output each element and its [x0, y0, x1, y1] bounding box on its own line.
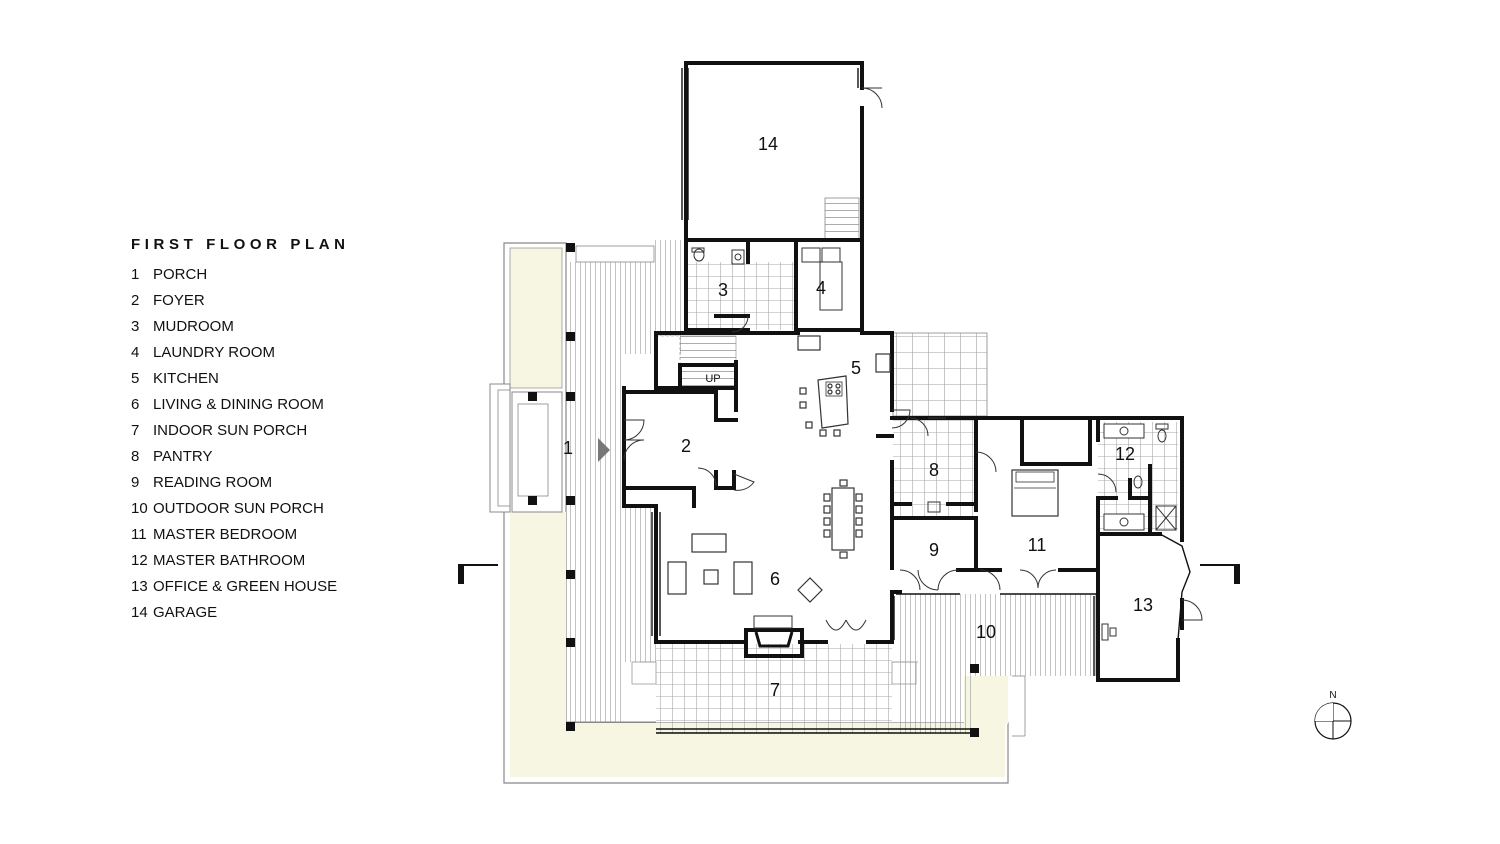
legend-item: 11 MASTER BEDROOM [131, 522, 350, 548]
kitchen-terrace [892, 332, 988, 417]
room-label-5: 5 [851, 358, 861, 378]
legend-item-label: KITCHEN [153, 370, 219, 387]
legend-item-label: OFFICE & GREEN HOUSE [153, 578, 338, 595]
legend-item-number: 3 [131, 318, 140, 335]
legend-item-number: 2 [131, 292, 140, 309]
glazing [651, 68, 1191, 734]
room-label-3: 3 [718, 280, 728, 300]
porch-deck [566, 240, 684, 723]
legend-item: 12 MASTER BATHROOM [131, 548, 350, 574]
legend-item: 8 PANTRY [131, 444, 350, 470]
room-label-11: 11 [1028, 535, 1047, 555]
legend-item-number: 4 [131, 344, 140, 361]
legend-item-label: FOYER [153, 292, 205, 309]
room-label-13: 13 [1133, 595, 1153, 615]
legend-item-label: MASTER BEDROOM [153, 526, 298, 543]
room-label-7: 7 [770, 680, 780, 700]
legend-item-label: MASTER BATHROOM [153, 552, 306, 569]
outdoor-sun-porch-deck [896, 594, 1096, 734]
legend-item-label: PORCH [153, 266, 208, 283]
legend-item: 1 PORCH [131, 262, 350, 288]
porch-posts [528, 243, 979, 737]
legend-item-number: 1 [131, 266, 140, 283]
legend-item-number: 6 [131, 396, 140, 413]
legend-item: 14 GARAGE [131, 600, 350, 626]
garage-steps [824, 197, 860, 241]
north-arrow: N [1314, 690, 1352, 740]
legend-item: 4 LAUNDRY ROOM [131, 340, 350, 366]
pantry-floor [893, 420, 976, 516]
section-marker-west [458, 564, 498, 584]
legend-item: 5 KITCHEN [131, 366, 350, 392]
legend-item: 3 MUDROOM [131, 314, 350, 340]
living-furniture [667, 533, 867, 631]
walls [622, 61, 1184, 682]
indoor-sun-porch-floor [656, 644, 892, 734]
kitchen-island [797, 335, 891, 437]
mudroom-floor [686, 262, 796, 330]
legend-item: 6 LIVING & DINING ROOM [131, 392, 350, 418]
legend-item-number: 7 [131, 422, 140, 439]
doors [623, 87, 1203, 621]
stair [655, 335, 737, 389]
north-label: N [1329, 690, 1336, 701]
legend-title: FIRST FLOOR PLAN [131, 236, 350, 253]
bathroom-fixtures [691, 247, 1177, 531]
room-label-2: 2 [681, 436, 691, 456]
room-label-12: 12 [1115, 444, 1135, 464]
legend-item-number: 8 [131, 448, 140, 465]
master-bed [1011, 469, 1059, 517]
legend-item-label: LAUNDRY ROOM [153, 344, 275, 361]
legend-item-label: READING ROOM [153, 474, 273, 491]
room-label-6: 6 [770, 569, 780, 589]
section-marker-east [1200, 564, 1240, 584]
room-label-8: 8 [929, 460, 939, 480]
legend-item-label: GARAGE [153, 604, 218, 621]
legend-item-label: MUDROOM [153, 318, 234, 335]
fireplace [744, 628, 804, 658]
stair-up-label: UP [705, 373, 720, 385]
floor-plan-legend: FIRST FLOOR PLAN 1 PORCH 2 FOYER 3 MUDROOM 4 LA… [131, 236, 350, 626]
legend-item-label: LIVING & DINING ROOM [153, 396, 324, 413]
legend-item-label: INDOOR SUN PORCH [153, 422, 308, 439]
room-label-1: 1 [563, 438, 573, 458]
entry-steps [489, 383, 563, 513]
legend-item-number: 14 [131, 604, 148, 621]
legend-item-number: 13 [131, 578, 148, 595]
room-labels: 1 2 3 4 5 6 7 8 9 10 11 12 13 14 UP [563, 134, 1153, 700]
legend-item: 9 READING ROOM [131, 470, 350, 496]
legend-item-label: OUTDOOR SUN PORCH [153, 500, 324, 517]
legend-item-number: 5 [131, 370, 140, 387]
room-label-9: 9 [929, 540, 939, 560]
room-label-10: 10 [976, 622, 996, 642]
legend-item: 13 OFFICE & GREEN HOUSE [131, 574, 350, 600]
legend-item-label: PANTRY [153, 448, 213, 465]
legend-item-number: 9 [131, 474, 140, 491]
room-label-14: 14 [758, 134, 778, 154]
office-desk [1101, 623, 1117, 641]
legend-item-number: 12 [131, 552, 148, 569]
legend-item: 10 OUTDOOR SUN PORCH [131, 496, 350, 522]
entry-arrow [598, 438, 610, 462]
dining-table [823, 479, 863, 559]
legend-item: 2 FOYER [131, 288, 350, 314]
legend-item-number: 11 [131, 526, 147, 543]
room-label-4: 4 [816, 278, 826, 298]
laundry-floor [798, 244, 860, 330]
legend-item-number: 10 [131, 500, 148, 517]
legend-item: 7 INDOOR SUN PORCH [131, 418, 350, 444]
